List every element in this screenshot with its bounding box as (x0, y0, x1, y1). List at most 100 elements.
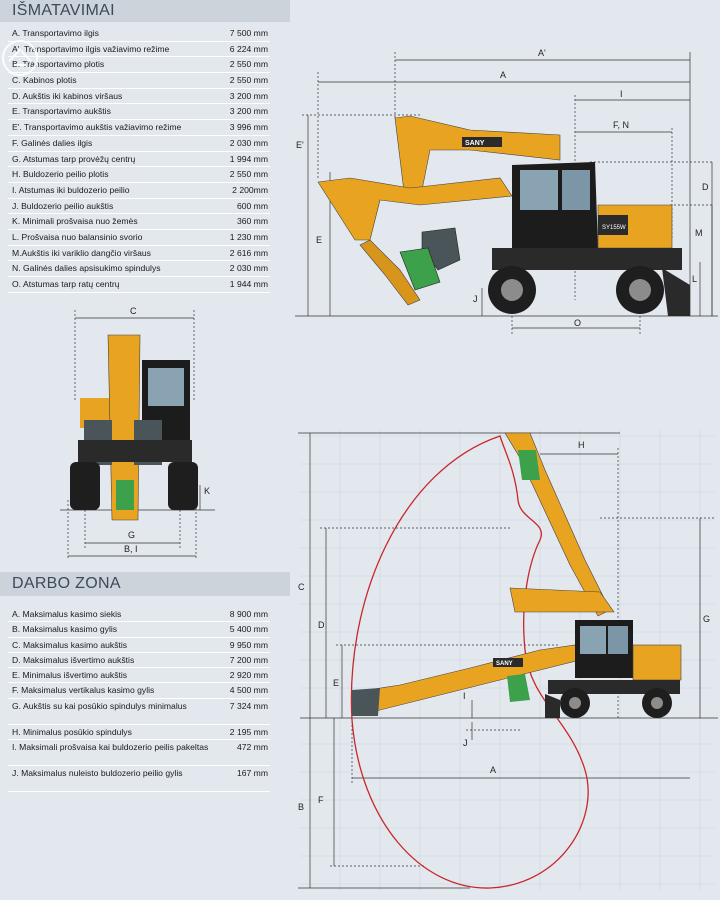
reach-envelope (350, 435, 589, 889)
label-front-c: C (130, 306, 137, 316)
spec-row: K. Minimali prošvaisa nuo žemės 360 mm (8, 214, 270, 230)
spec-value: 2 616 mm (229, 247, 268, 258)
work-zone-excavator: SANY (352, 432, 682, 718)
spec-value: 4 500 mm (229, 685, 268, 696)
spec-label: H. Buldozerio peilio plotis (12, 169, 109, 180)
side-sany-badge: SANY (465, 140, 485, 147)
spec-label: A. Transportavimo ilgis (12, 28, 99, 38)
spec-value: 2 195 mm (229, 726, 268, 737)
spec-label: A. Maksimalus kasimo siekis (12, 609, 122, 619)
label-d: D (702, 182, 709, 192)
side-view-labels: A' A I F, N E' E D M L J O (296, 48, 709, 328)
spec-label: D. Aukštis iki kabinos viršaus (12, 90, 123, 101)
label-o: O (574, 318, 581, 328)
label-m: M (695, 228, 703, 238)
dimensions-header: IŠMATAVIMAI (0, 0, 290, 22)
spec-label: B. Maksimalus kasimo gylis (12, 624, 118, 635)
front-view-excavator (70, 334, 198, 521)
spec-label: J. Buldozerio peilio aukštis (12, 200, 114, 211)
label-work-g: G (703, 614, 710, 624)
work-sany-badge: SANY (496, 661, 513, 667)
side-model-label: SY155W (602, 225, 626, 231)
spec-row: D. Aukštis iki kabinos viršaus 3 200 mm (8, 89, 270, 105)
spec-row: F. Maksimalus vertikalus kasimo gylis 4 5… (8, 683, 270, 699)
spec-value: 7 324 mm (229, 700, 268, 711)
spec-label: F. Maksimalus vertikalus kasimo gylis (12, 685, 155, 696)
spec-row: F. Galinės dalies ilgis 2 030 mm (8, 136, 270, 152)
spec-label: E. Transportavimo aukštis (12, 106, 111, 117)
spec-value: 2 550 mm (229, 75, 268, 86)
spec-value: 9 950 mm (229, 639, 268, 650)
spec-row: N. Galinės dalies apsisukimo spindulys 2 … (8, 261, 270, 277)
spec-value: 2 920 mm (229, 670, 268, 681)
spec-label: K. Minimali prošvaisa nuo žemės (12, 216, 138, 227)
label-front-bi: B, I (124, 544, 138, 554)
spec-label: I. Maksimali prošvaisa kai buldozerio pe… (12, 742, 209, 753)
label-work-f: F (318, 795, 324, 805)
spec-label: C. Kabinos plotis (12, 75, 77, 86)
spec-label: E'. Transportavimo aukštis važiavimo rež… (12, 122, 182, 133)
spec-label: A'. Transportavimo ilgis važiavimo režim… (12, 43, 170, 54)
spec-value: 472 mm (236, 742, 268, 753)
spec-label: H. Minimalus posūkio spindulys (12, 726, 132, 737)
spec-label: G. Aukštis su kai posūkio spindulys mini… (12, 700, 187, 711)
spec-value: 2 550 mm (229, 59, 268, 70)
spec-label: E. Minimalus išvertimo aukštis (12, 670, 128, 681)
spec-label: G. Atstumas tarp provėžų centrų (12, 153, 136, 164)
label-a-prime: A' (538, 48, 546, 58)
spec-row: E'. Transportavimo aukštis važiavimo rež… (8, 120, 270, 136)
label-work-h: H (578, 440, 585, 450)
spec-value: 7 500 mm (229, 28, 268, 38)
side-view-diagram (295, 52, 718, 334)
watermark-logo (2, 40, 38, 76)
spec-value: 2 030 mm (229, 263, 268, 274)
label-i: I (620, 89, 623, 99)
spec-value: 3 200 mm (229, 106, 268, 117)
spec-row: I. Maksimali prošvaisa kai buldozerio pe… (8, 740, 270, 767)
spec-value: 7 200 mm (229, 654, 268, 665)
label-e: E (316, 235, 322, 245)
label-work-d: D (318, 620, 325, 630)
spec-row: A'. Transportavimo ilgis važiavimo režim… (8, 42, 270, 58)
spec-label: J. Maksimalus nuleisto buldozerio peilio… (12, 768, 183, 779)
spec-row: B. Maksimalus kasimo gylis 5 400 mm (8, 622, 270, 638)
spec-label: L. Prošvaisa nuo balansinio svorio (12, 231, 143, 242)
dimensions-table: A. Transportavimo ilgis 7 500 mm A'. Trans… (8, 26, 270, 293)
work-zone-grid (300, 430, 715, 890)
spec-value: 167 mm (236, 768, 268, 779)
label-front-k: K (204, 486, 210, 496)
spec-row: G. Aukštis su kai posūkio spindulys mini… (8, 699, 270, 725)
spec-value: 1 944 mm (229, 279, 268, 289)
spec-label: N. Galinės dalies apsisukimo spindulys (12, 263, 161, 274)
front-view-labels: C K G B, I (124, 306, 210, 554)
label-e-prime: E' (296, 140, 304, 150)
spec-value: 3 200 mm (229, 90, 268, 101)
label-work-b: B (298, 802, 304, 812)
spec-value: 6 224 mm (229, 43, 268, 54)
label-l: L (692, 274, 697, 284)
label-work-j: J (463, 738, 468, 748)
spec-row: M.Aukštis iki variklio dangčio viršaus 2 … (8, 246, 270, 262)
label-work-e: E (333, 678, 339, 688)
spec-row: A. Transportavimo ilgis 7 500 mm (8, 26, 270, 42)
spec-label: F. Galinės dalies ilgis (12, 137, 93, 148)
spec-label: M.Aukštis iki variklio dangčio viršaus (12, 247, 151, 258)
spec-value: 360 mm (236, 216, 268, 227)
label-a: A (500, 70, 506, 80)
spec-label: D. Maksimalus išvertimo aukštis (12, 654, 135, 665)
work-zone-header: DARBO ZONA (0, 572, 290, 596)
spec-value: 5 400 mm (229, 624, 268, 635)
label-work-c: C (298, 582, 305, 592)
side-view-excavator: SY155W SANY (317, 115, 690, 316)
spec-value: 2 030 mm (229, 137, 268, 148)
